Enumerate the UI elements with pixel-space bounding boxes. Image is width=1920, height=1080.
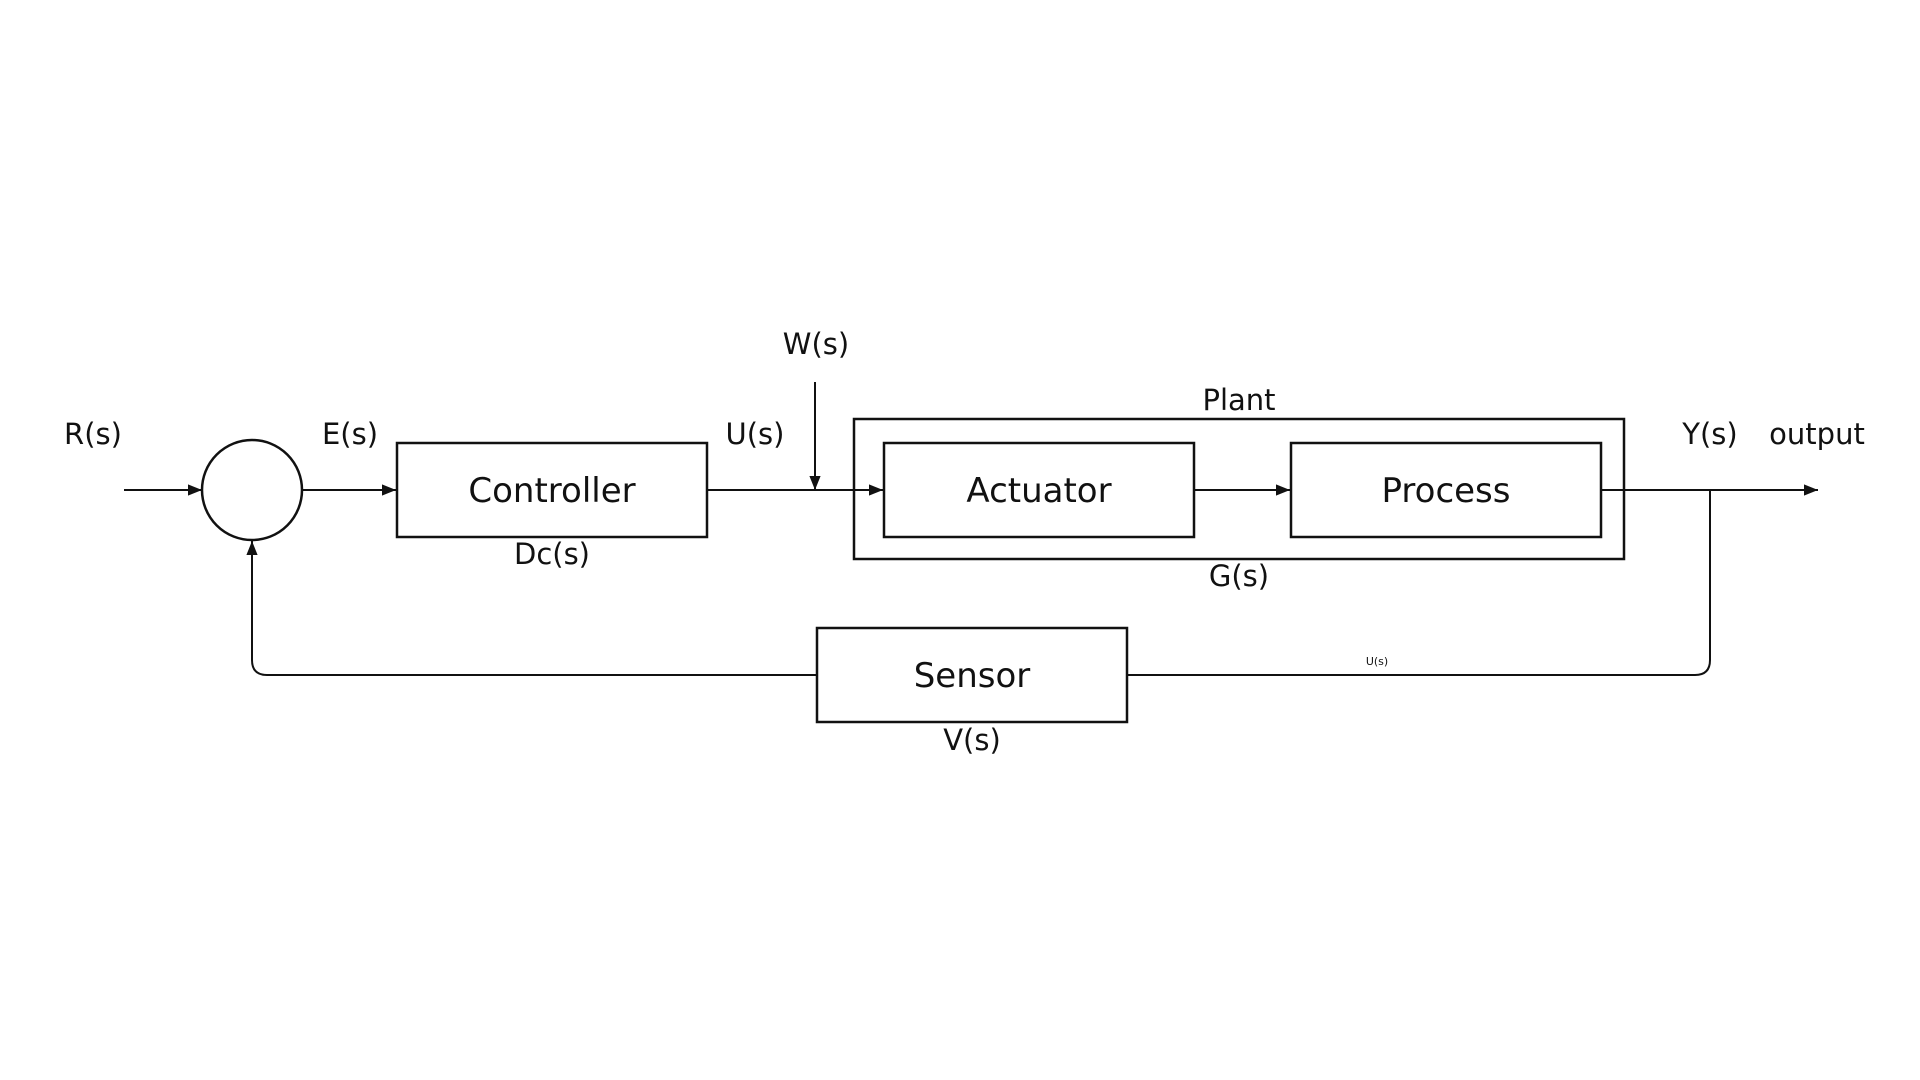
feedback-line-right bbox=[1127, 490, 1711, 676]
output-tf-signal-label: Y(s) bbox=[1681, 417, 1737, 451]
plant-tf-label: G(s) bbox=[1209, 559, 1269, 593]
summing-junction bbox=[200, 438, 304, 542]
process-label: Process bbox=[1382, 471, 1511, 511]
output-signal-label: output bbox=[1769, 417, 1865, 451]
error-signal-label: E(s) bbox=[322, 417, 378, 451]
plant-label: Plant bbox=[1202, 383, 1275, 417]
controller-tf-label: Dc(s) bbox=[514, 537, 590, 571]
reference-signal-label: R(s) bbox=[64, 417, 122, 451]
sensor-label: Sensor bbox=[914, 656, 1031, 696]
disturbance-signal-label: W(s) bbox=[783, 327, 849, 361]
actuator-label: Actuator bbox=[966, 471, 1111, 511]
feedback-small-label: U(s) bbox=[1366, 655, 1388, 668]
control-signal-label: U(s) bbox=[726, 417, 785, 451]
sensor-tf-label: V(s) bbox=[943, 723, 1001, 757]
feedback-line-left bbox=[246, 541, 817, 676]
controller-label: Controller bbox=[468, 471, 635, 511]
